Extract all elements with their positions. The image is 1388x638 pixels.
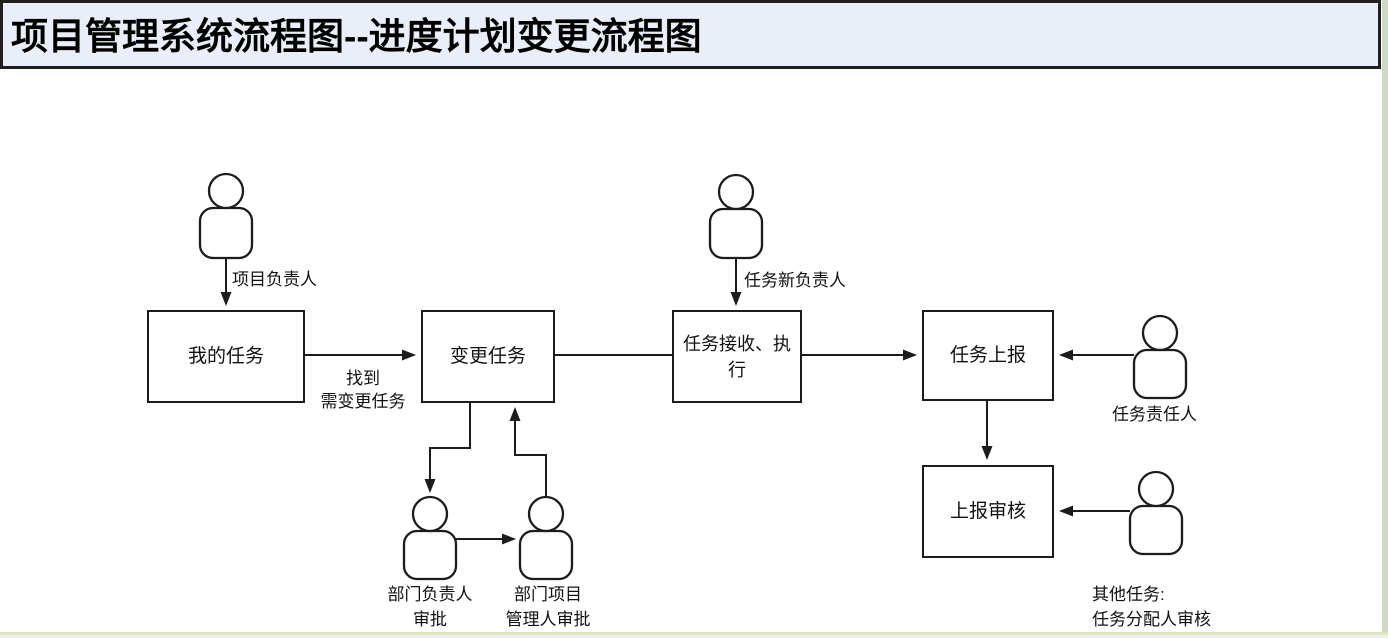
actor-label-task-new-owner: 任务新负责人 <box>744 271 846 290</box>
person-icon-dept-manager <box>402 495 458 581</box>
flow-box-label: 我的任务 <box>187 345 264 367</box>
flow-box-task-report: 任务上报 <box>922 310 1054 401</box>
flow-box-change-task: 变更任务 <box>421 310 555 403</box>
actor-label-line: 管理人审批 <box>505 610 591 629</box>
flow-box-label: 变更任务 <box>449 345 526 367</box>
actor-label-line: 审批 <box>413 610 447 629</box>
person-icon-dept-project-manager <box>518 495 574 581</box>
flow-box-my-tasks: 我的任务 <box>147 310 305 403</box>
edge-label-line: 找到 <box>346 369 380 388</box>
person-icon-project-manager <box>198 172 254 260</box>
actor-label-dept-project-manager: 部门项目 管理人审批 <box>492 582 604 632</box>
person-icon-task-new-owner <box>708 173 764 260</box>
actor-label-line: 部门项目 <box>514 585 582 604</box>
flow-box-report-review: 上报审核 <box>922 465 1054 558</box>
actor-label-line: 部门负责人 <box>387 585 473 604</box>
flow-box-label: 任务上报 <box>949 344 1026 366</box>
flow-box-task-receive-execute: 任务接收、执行 <box>672 310 802 403</box>
page-title: 项目管理系统流程图--进度计划变更流程图 <box>11 15 702 57</box>
window-frame-right-edge <box>1382 0 1388 638</box>
actor-label-task-owner: 任务责任人 <box>1112 405 1197 424</box>
actor-label-line: 其他任务: <box>1092 585 1165 604</box>
flow-box-label: 任务接收、执行 <box>683 333 791 380</box>
actor-label-line: 任务分配人审核 <box>1092 610 1211 629</box>
actor-label-other-task-reviewer: 其他任务: 任务分配人审核 <box>1092 582 1211 632</box>
edge-label-line: 需变更任务 <box>320 392 406 411</box>
person-icon-task-owner <box>1132 314 1188 400</box>
window-frame-bottom-edge <box>0 632 1388 638</box>
flow-box-label: 上报审核 <box>949 500 1026 522</box>
actor-label-dept-manager: 部门负责人 审批 <box>372 582 488 632</box>
edge-label-find-task: 找到 需变更任务 <box>303 367 423 413</box>
title-bar: 项目管理系统流程图--进度计划变更流程图 <box>0 0 1381 69</box>
arrow-dept-pm-to-change-task <box>509 407 547 497</box>
arrow-change-task-to-dept-manager <box>424 402 471 493</box>
person-icon-other-task-reviewer <box>1128 470 1184 556</box>
actor-label-project-manager: 项目负责人 <box>232 270 317 289</box>
